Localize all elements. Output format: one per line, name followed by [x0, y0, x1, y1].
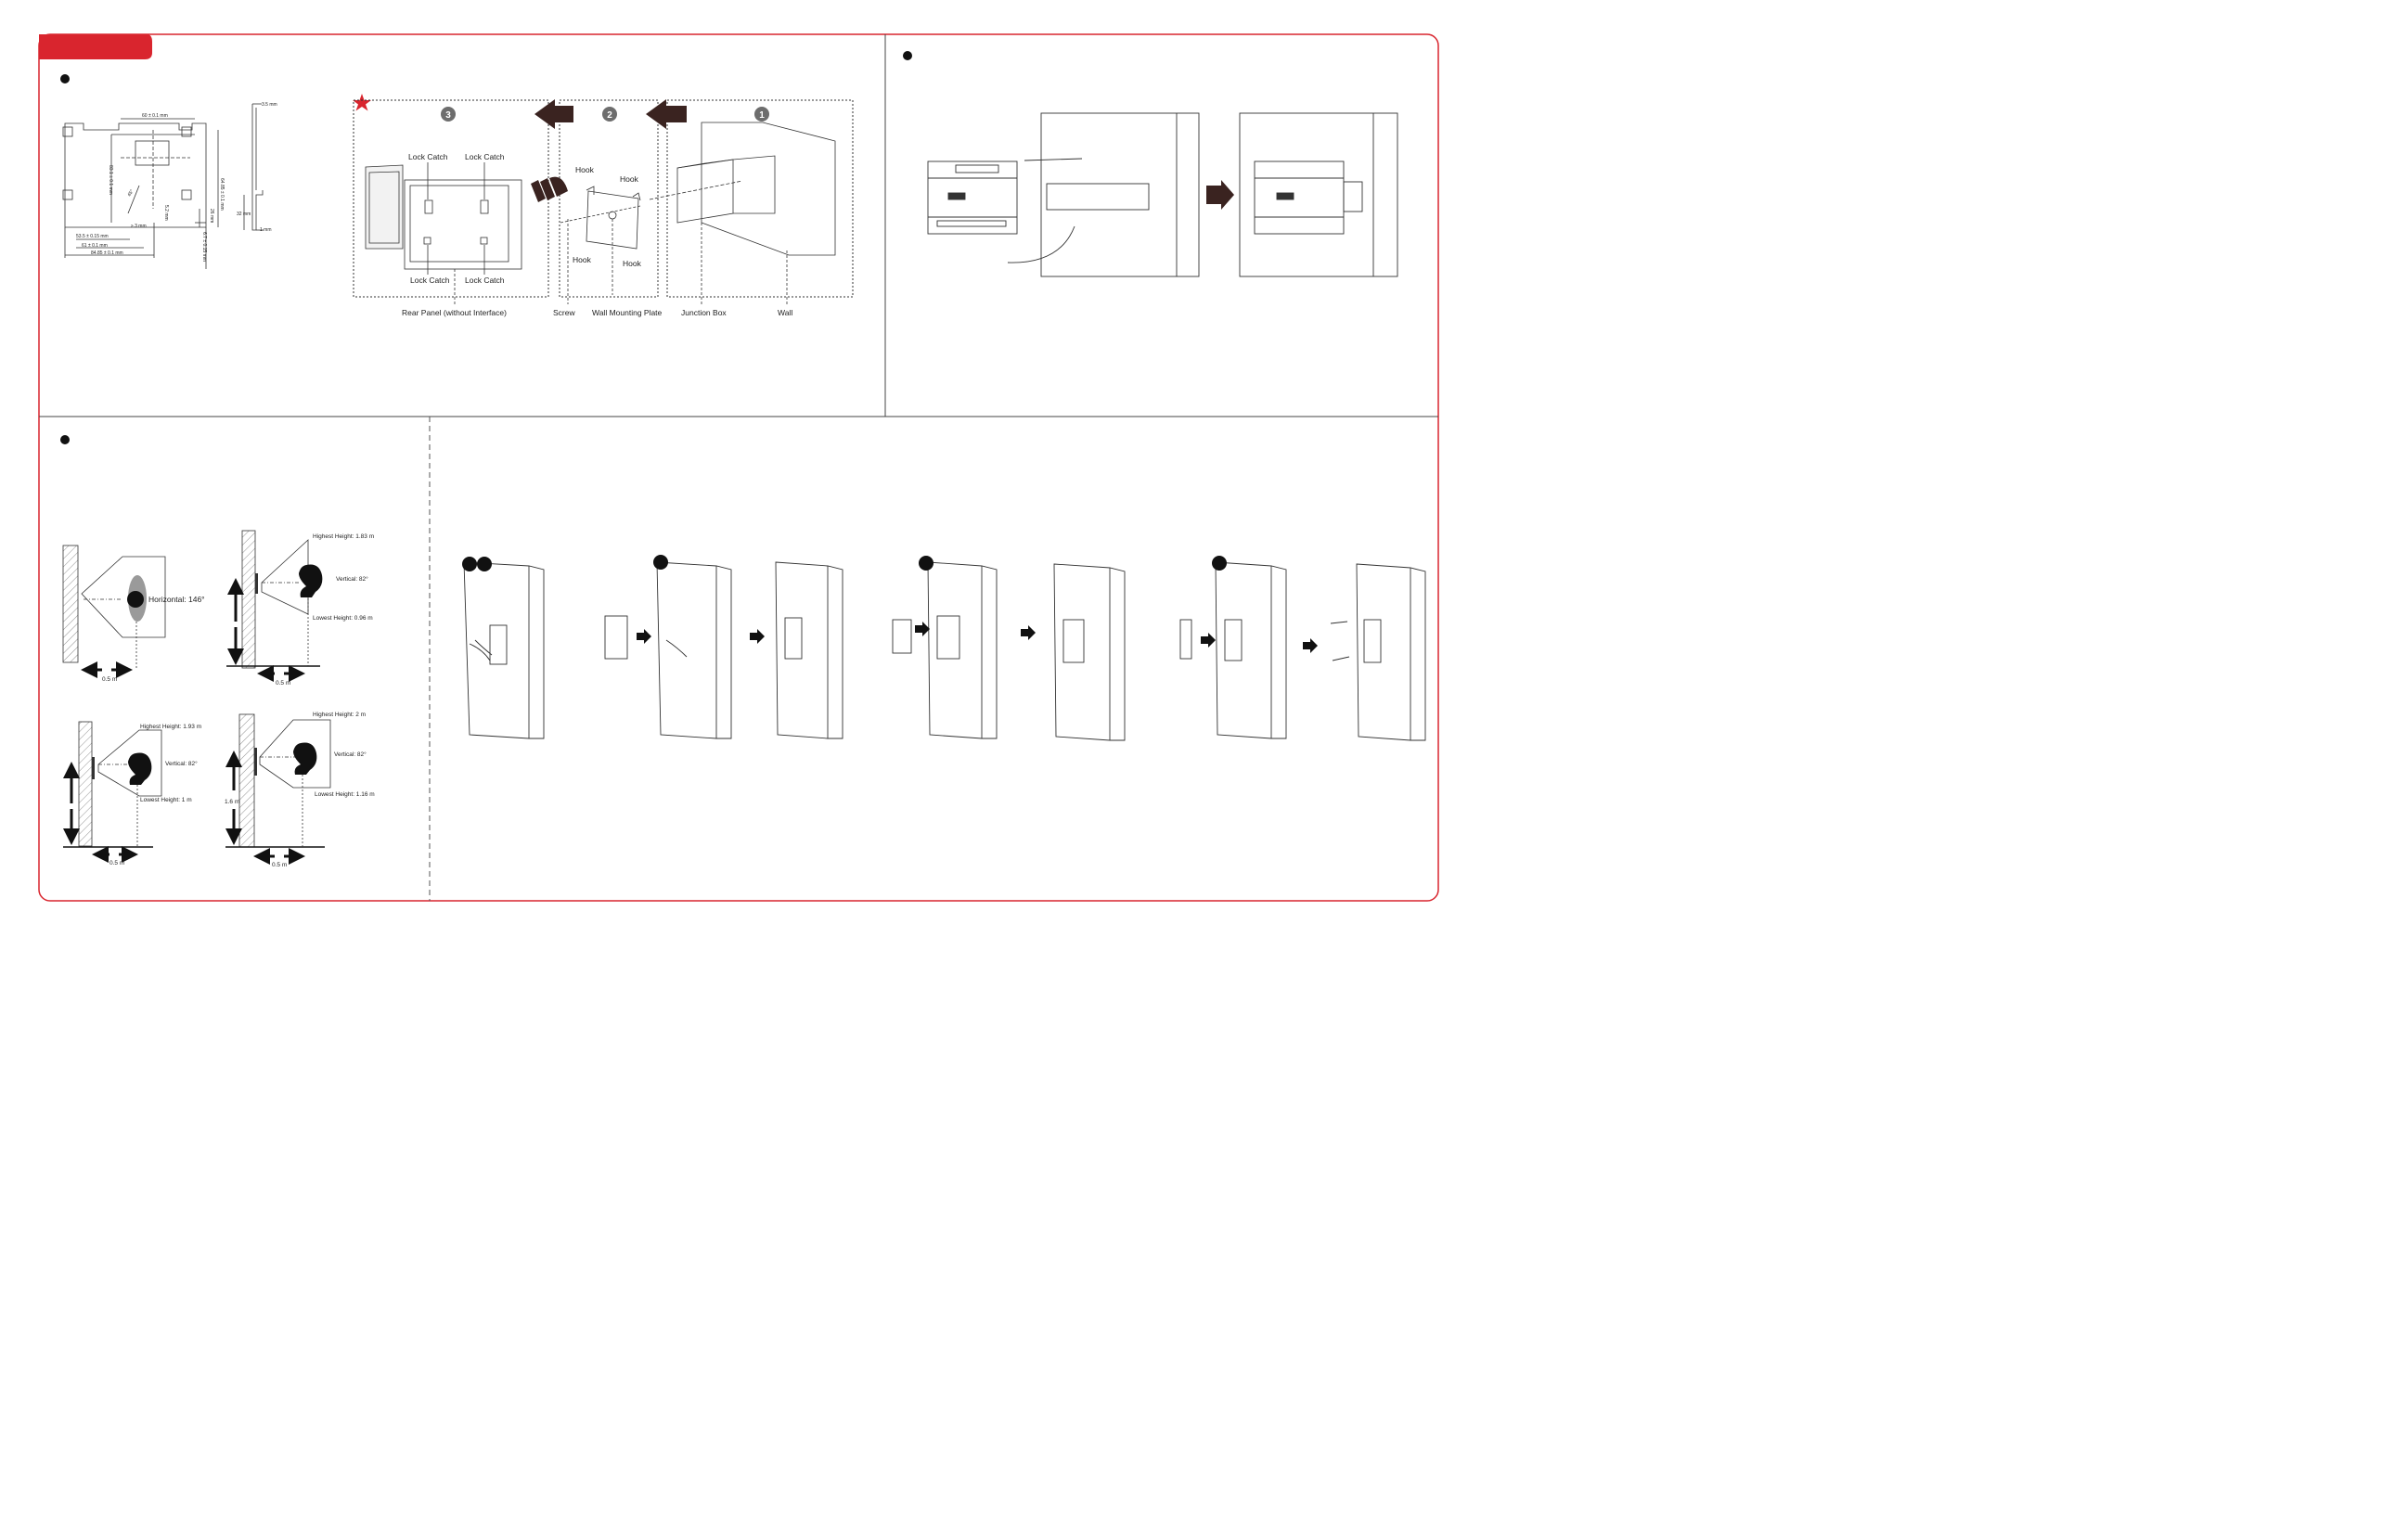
screw-label: Screw — [553, 308, 575, 317]
section-bullet-1 — [60, 74, 70, 83]
din-rail-wall — [1007, 112, 1200, 277]
lock-catch-label: Lock Catch — [465, 152, 505, 161]
distance-label: 0.5 m — [109, 860, 124, 866]
step-3-circle — [441, 107, 456, 122]
dim-60: 60 ± 0.1 mm — [142, 113, 168, 119]
mount-height-label: 1.6 m — [225, 799, 239, 805]
wall-hatched — [62, 545, 79, 663]
step2-frame — [559, 99, 659, 298]
lowest-height-label: Lowest Height: 1 m — [140, 797, 192, 803]
dim-67: 6.7 ± 0.15 mm — [201, 232, 207, 262]
fov-vertical-cone — [259, 719, 331, 789]
header-tab — [39, 34, 152, 59]
vertical-angle-label: Vertical: 82° — [334, 751, 367, 758]
lock-catch-label: Lock Catch — [465, 276, 505, 285]
distance-label: 0.5 m — [272, 862, 287, 868]
wall-plate-label: Wall Mounting Plate — [592, 308, 663, 317]
door-station-side — [92, 757, 95, 779]
vertical-angle-label: Vertical: 82° — [336, 575, 368, 583]
dim-64: 64.85 ± 0.1 mm — [219, 178, 225, 211]
din-module-front — [927, 160, 1018, 235]
highest-height-label: Highest Height: 1.93 m — [140, 724, 201, 730]
step-3-number: 3 — [445, 110, 451, 121]
step-1-circle — [754, 107, 769, 122]
person-profile-icon — [128, 752, 152, 785]
big-arrow-left-icon — [534, 99, 573, 129]
lock-catch-label: Lock Catch — [410, 276, 450, 285]
door-station-side — [255, 573, 258, 594]
step-2-circle — [602, 107, 617, 122]
step1-frame — [666, 99, 854, 298]
star-icon — [353, 94, 371, 111]
dim-45: 45° — [127, 188, 135, 198]
fov-horizontal-cone — [81, 556, 166, 638]
dim-1: 1 mm — [260, 227, 272, 233]
step-2-number: 2 — [607, 110, 612, 121]
dim-3-5: 3.5 mm — [262, 102, 277, 108]
wall-slab — [463, 561, 545, 739]
highest-height-label: Highest Height: 1.83 m — [313, 533, 374, 540]
install-sequence — [463, 561, 1426, 741]
dim-26: 26 mm — [209, 209, 214, 223]
dim-61: 61 ± 0.1 mm — [82, 243, 108, 249]
lowest-height-label: Lowest Height: 0.96 m — [313, 615, 373, 622]
big-arrow-left-icon — [646, 99, 687, 129]
wall-hatched — [241, 530, 256, 669]
dim-84: 84.85 ± 0.1 mm — [91, 250, 123, 256]
din-mounted — [1239, 112, 1398, 277]
motion-arrow-icon — [531, 176, 568, 202]
highest-height-label: Highest Height: 2 m — [313, 712, 366, 718]
rear-panel-label: Rear Panel (without Interface) — [402, 308, 507, 317]
dim-52: 5.2 mm — [163, 205, 169, 221]
junction-box-label: Junction Box — [681, 308, 727, 317]
dim-32: 32 mm — [237, 212, 251, 217]
person-head-top — [127, 591, 144, 608]
hook-label: Hook — [623, 259, 642, 268]
dim-3: ≥ 3 mm — [131, 224, 147, 229]
fov-horizontal-label: Horizontal: 146° — [148, 595, 205, 604]
section-bullet-2 — [903, 51, 912, 60]
plate-dimension-drawing — [62, 118, 219, 269]
dim-83: 83.1 ± 0.1 mm — [108, 165, 113, 195]
person-profile-icon — [293, 742, 317, 775]
wall-hatched — [78, 721, 93, 847]
wall-mounting-plate — [560, 186, 641, 304]
vertical-angle-label: Vertical: 82° — [165, 760, 198, 767]
fov-vertical-cone — [97, 729, 162, 797]
door-station-side — [254, 748, 257, 776]
indoor-station-rear — [365, 162, 522, 304]
junction-box — [649, 122, 836, 306]
lowest-height-label: Lowest Height: 1.16 m — [315, 791, 375, 798]
installation-diagram: 60 ± 0.1 mm 83.1 ± 0.1 mm 45° ≥ 3 mm 53.… — [38, 33, 1439, 902]
hook-label: Hook — [573, 255, 592, 264]
wall-hatched — [238, 713, 255, 848]
outer-border — [38, 33, 1439, 902]
hook-label: Hook — [575, 165, 595, 174]
small-arrow-icon — [637, 622, 1318, 653]
lock-catch-label: Lock Catch — [408, 152, 448, 161]
wall-label: Wall — [778, 308, 792, 317]
plate-side-profile — [243, 103, 264, 231]
person-profile-icon — [299, 564, 323, 597]
dim-53: 53.5 ± 0.15 mm — [76, 234, 109, 239]
step-1-number: 1 — [759, 110, 765, 121]
step-dots — [462, 555, 1227, 571]
hook-label: Hook — [620, 174, 639, 184]
arrow-right-icon — [1206, 180, 1234, 210]
distance-label: 0.5 m — [102, 676, 117, 683]
section-bullet-3 — [60, 435, 70, 444]
distance-label: 0.5 m — [276, 680, 290, 687]
